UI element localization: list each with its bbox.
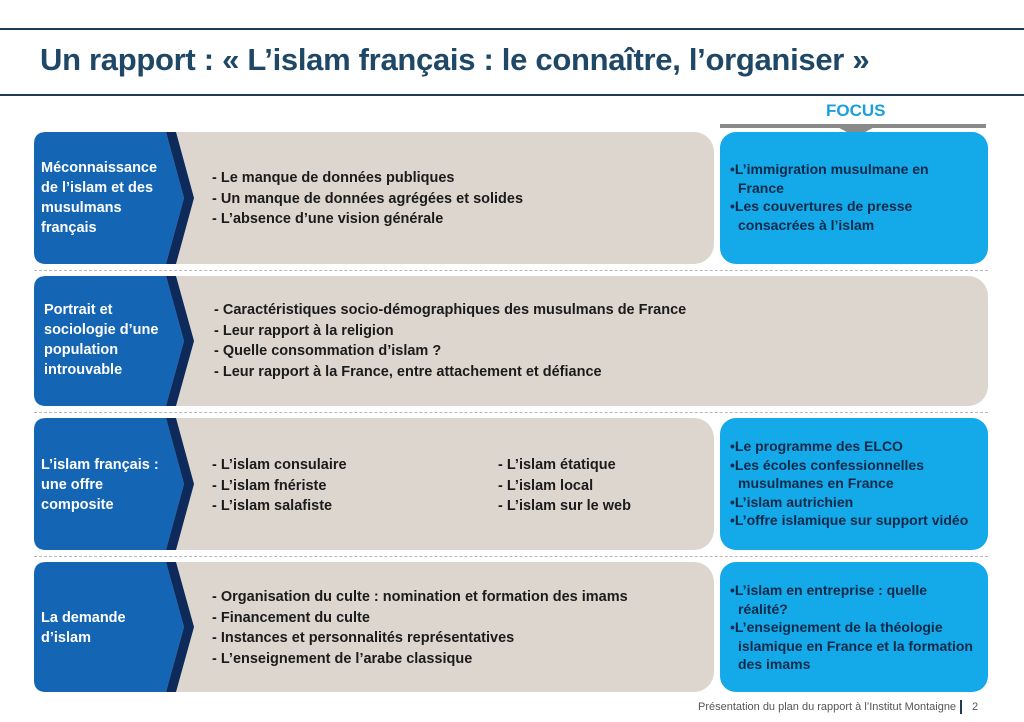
list-item: - Le manque de données publiques xyxy=(212,170,455,186)
row-3-chevron xyxy=(34,418,194,550)
row-3-label: L’islam français : une offre composite xyxy=(41,457,159,513)
row-3-bullets: - L’islam consulaire - L’islam fnériste … xyxy=(212,455,347,517)
focus-label: FOCUS xyxy=(826,101,886,120)
row-2-panel xyxy=(130,276,988,406)
row-3: L’islam français : une offre composite -… xyxy=(0,418,1024,550)
focus-item: •Les écoles confessionnelles musulmanes … xyxy=(730,456,924,492)
focus-item: •L’islam autrichien xyxy=(730,493,854,510)
list-item: - L’islam local xyxy=(498,477,594,494)
list-item: - L’absence d’une vision générale xyxy=(212,211,444,227)
focus-item: •L’enseignement de la théologie islamiqu… xyxy=(730,619,973,672)
row-4-panel xyxy=(130,562,714,692)
row-4: La demande d’islam - Organisation du cul… xyxy=(0,562,1024,692)
row-3-panel xyxy=(130,418,714,550)
focus-item: •L’islam en entreprise : quelle réalité? xyxy=(730,582,928,617)
row-separator xyxy=(34,556,988,557)
row-4-bullets: - Organisation du culte : nomination et … xyxy=(212,587,628,669)
row-4-label: La demande d’islam xyxy=(41,610,126,646)
focus-item: •L’immigration musulmane en France xyxy=(730,161,929,196)
list-item: - L’islam fnériste xyxy=(212,477,327,494)
row-separator xyxy=(34,270,988,271)
footer-divider xyxy=(960,700,962,714)
list-item: - L’enseignement de l’arabe classique xyxy=(212,650,473,667)
title-rule xyxy=(0,94,1024,96)
list-item: - Quelle consommation d’islam ? xyxy=(214,343,442,359)
row-2-chevron xyxy=(34,276,194,406)
row-2-label: Portrait et sociologie d’une population … xyxy=(44,302,159,378)
focus-item: •Le programme des ELCO xyxy=(730,438,903,454)
list-item: - L’islam consulaire xyxy=(212,457,347,473)
list-item: - Organisation du culte : nomination et … xyxy=(212,589,628,605)
list-item: - L’islam sur le web xyxy=(498,498,631,514)
row-1-label: Méconnaissance de l’islam et des musulma… xyxy=(41,160,158,236)
list-item: - Leur rapport à la France, entre attach… xyxy=(214,363,602,380)
top-rule xyxy=(0,28,1024,30)
list-item: - Un manque de données agrégées et solid… xyxy=(212,190,524,207)
row-2: Portrait et sociologie d’une population … xyxy=(0,276,1024,406)
list-item: - Financement du culte xyxy=(212,609,370,626)
page-title: Un rapport : « L’islam français : le con… xyxy=(40,42,870,77)
list-item: - Leur rapport à la religion xyxy=(214,322,394,339)
row-1-panel xyxy=(130,132,714,264)
footer-text: Présentation du plan du rapport à l’Inst… xyxy=(698,701,957,713)
list-item: - L’islam étatique xyxy=(498,457,616,473)
row-3-focus-box: •Le programme des ELCO •Les écoles confe… xyxy=(720,418,988,550)
row-4-chevron xyxy=(34,562,194,692)
row-separator xyxy=(34,412,988,413)
row-1: Méconnaissance de l’islam et des musulma… xyxy=(0,132,1024,264)
page-number: 2 xyxy=(972,701,979,713)
row-4-focus-box: •L’islam en entreprise : quelle réalité?… xyxy=(720,562,988,692)
row-1-focus-box: •L’immigration musulmane en France •Les … xyxy=(720,132,988,264)
row-1-chevron xyxy=(34,132,194,264)
focus-item: •L’offre islamique sur support vidéo xyxy=(730,512,969,528)
focus-item: •Les couvertures de presse consacrées à … xyxy=(730,198,913,233)
list-item: - L’islam salafiste xyxy=(212,498,333,514)
list-item: - Caractéristiques socio-démographiques … xyxy=(214,302,687,318)
row-1-bullets: - Le manque de données publiques - Un ma… xyxy=(212,168,523,230)
list-item: - Instances et personnalités représentat… xyxy=(212,630,515,646)
row-3-bullets-col2: - L’islam étatique - L’islam local - L’i… xyxy=(498,455,631,517)
row-2-bullets: - Caractéristiques socio-démographiques … xyxy=(214,300,686,382)
